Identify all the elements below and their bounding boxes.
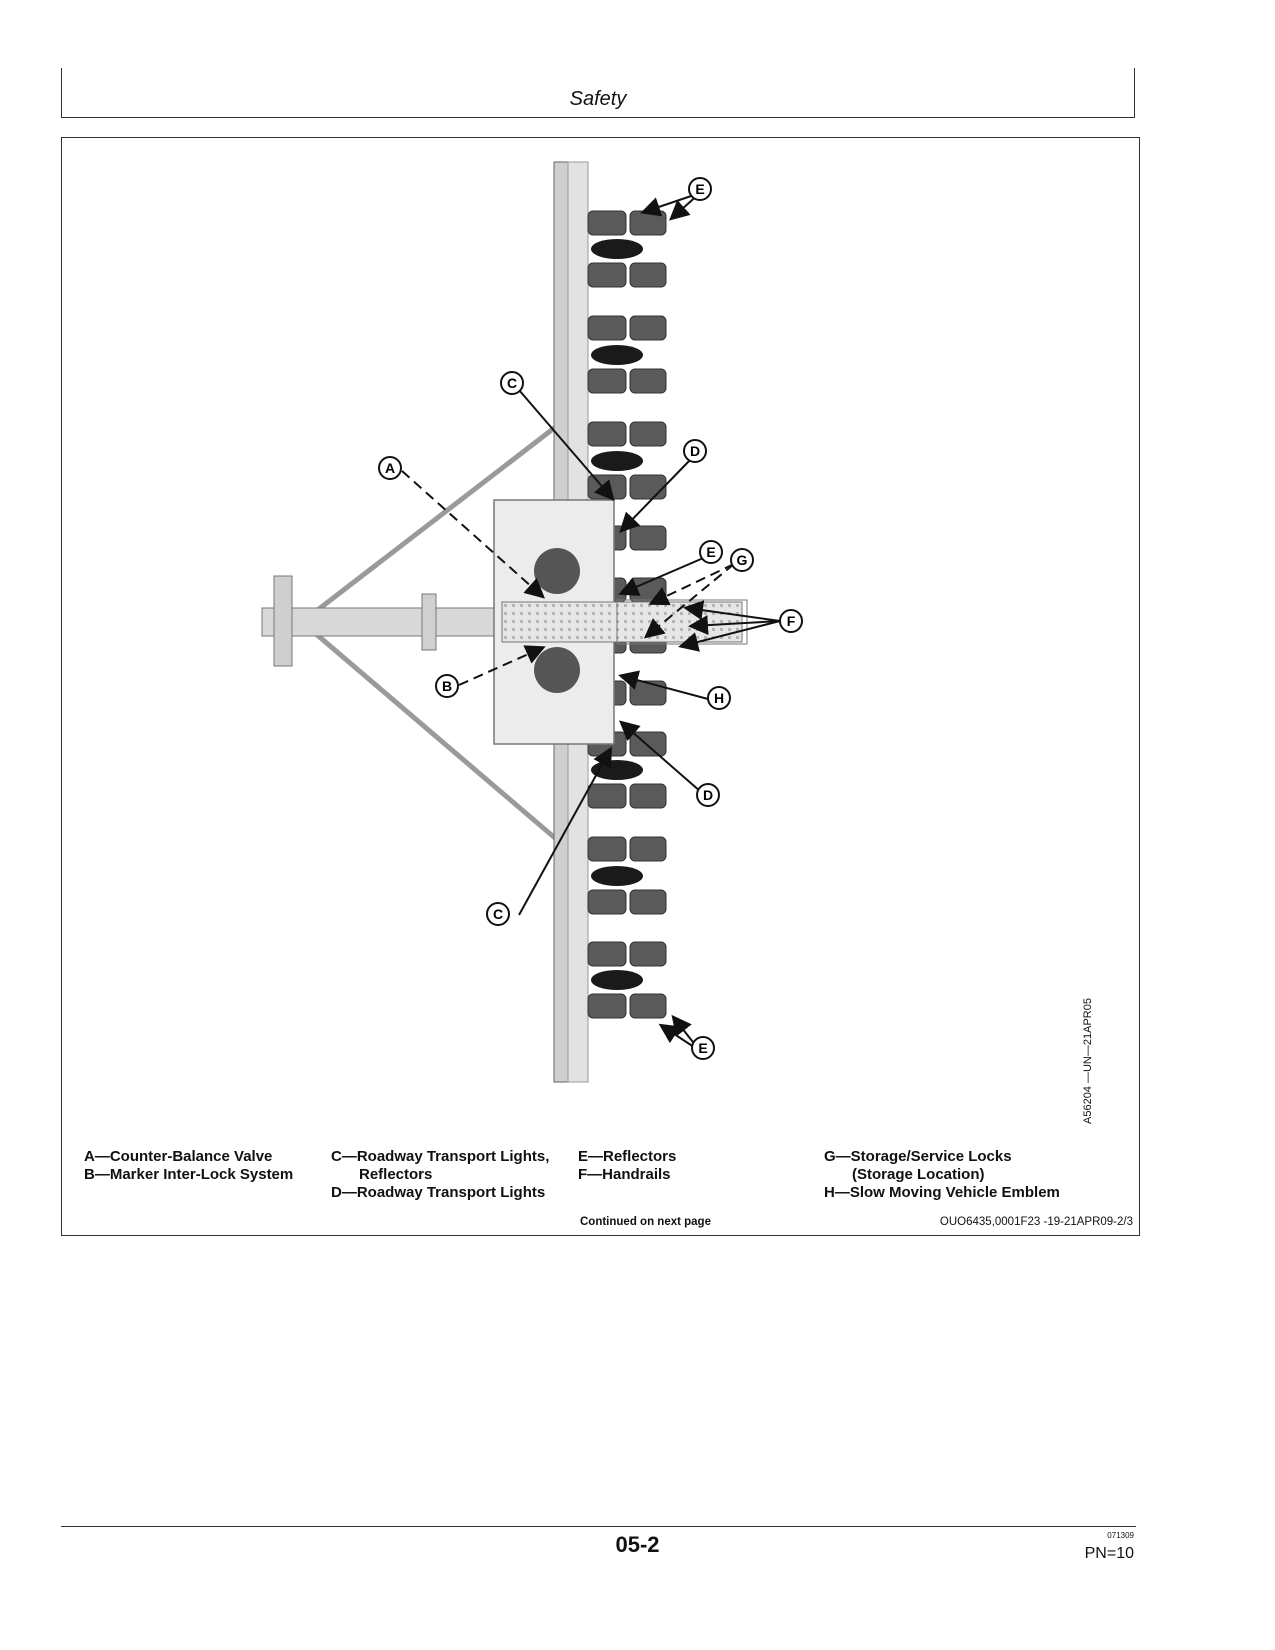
row-unit [587,836,667,862]
svg-text:F: F [787,613,796,629]
callout-c-top: C [500,371,524,395]
legend-column-1: A—Counter-Balance Valve B—Marker Inter-L… [84,1148,293,1184]
legend-item: D—Roadway Transport Lights [331,1184,546,1201]
legend-item: C—Roadway Transport Lights, [331,1148,550,1165]
page-number: 05-2 [615,1532,660,1557]
callout-g: G [730,548,754,572]
row-unit [587,866,667,915]
svg-text:G: G [737,552,748,568]
footer-divider [61,1526,1136,1527]
legend-item: B—Marker Inter-Lock System [84,1166,294,1183]
row-unit [587,315,667,341]
legend-item-continuation: (Storage Location) [852,1166,985,1183]
callout-e-bottom: E [691,1036,715,1060]
callout-d-top: D [683,439,707,463]
legend-item: E—Reflectors [578,1148,677,1165]
callout-f: F [779,609,803,633]
callout-h: H [707,686,731,710]
callout-c-bottom: C [486,902,510,926]
legend-column-3: E—Reflectors F—Handrails [578,1148,676,1184]
svg-text:H: H [714,690,724,706]
print-date: 071309 [1107,1531,1134,1540]
leader-lines [401,192,781,1052]
legend-item: A—Counter-Balance Valve [84,1148,273,1165]
svg-text:E: E [698,1040,707,1056]
callout-a: A [378,456,402,480]
svg-text:E: E [695,181,704,197]
callout-e-middle: E [699,540,723,564]
row-unit [587,421,667,447]
legend-item: F—Handrails [578,1166,671,1183]
figure-id: A56204 —UN—21APR05 [1082,998,1094,1124]
pn-code: PN=10 [1084,1545,1134,1562]
callout-e-top: E [688,177,712,201]
reference-code: OUO6435,0001F23 -19-21APR09-2/3 [939,1216,1133,1228]
section-title: Safety [569,88,627,110]
callouts: A B C C D D E E E F G H [378,177,803,1060]
figure-frame: A B C C D D E E E F G H [61,137,1140,1236]
legend-column-4: G—Storage/Service Locks (Storage Locatio… [824,1148,1060,1202]
callout-b: B [435,674,459,698]
row-unit [587,970,667,1019]
row-units [587,210,667,1019]
row-unit [587,210,667,236]
svg-text:C: C [493,906,503,922]
svg-text:D: D [690,443,700,459]
row-unit [587,451,667,500]
legend-column-2: C—Roadway Transport Lights, Reflectors D… [331,1148,549,1202]
callout-d-bottom: D [696,783,720,807]
svg-text:A: A [385,460,395,476]
page-header: Safety [61,68,1135,118]
row-unit [587,239,667,288]
legend-item: H—Slow Moving Vehicle Emblem [824,1184,1060,1201]
svg-text:B: B [442,678,452,694]
planter-top-view-illustration: A B C C D D E E E F G H [261,161,803,1083]
legend-item-continuation: Reflectors [359,1166,433,1183]
row-unit [587,345,667,394]
row-unit [587,941,667,967]
svg-text:D: D [703,787,713,803]
legend-item: G—Storage/Service Locks [824,1148,1012,1165]
hitch-frame [300,420,564,846]
svg-text:E: E [706,544,715,560]
svg-text:C: C [507,375,517,391]
continued-notice: Continued on next page [580,1216,711,1228]
